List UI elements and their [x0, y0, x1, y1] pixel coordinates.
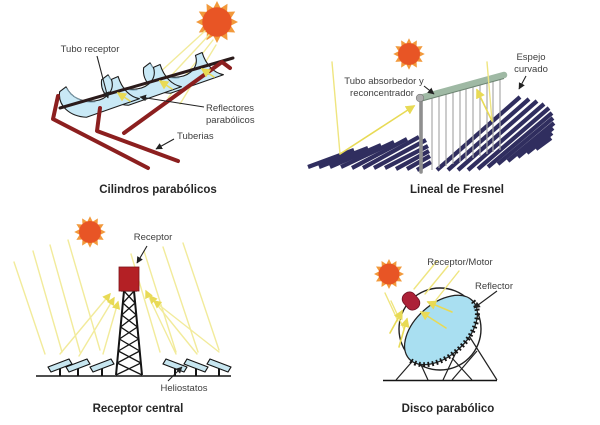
dish-outline — [398, 287, 482, 371]
label-reflector: Reflector — [475, 281, 513, 292]
receiver-box — [118, 266, 140, 292]
panel-cilindros-parabolicos: Tubo receptor Reflectores parabólicos Tu… — [51, 1, 255, 196]
label-espejo-line2: curvado — [514, 64, 548, 75]
tubo-absorbedor-arrow — [423, 85, 435, 95]
tube-end-cap — [415, 93, 425, 103]
caption-cilindros-parabolicos: Cilindros parabólicos — [99, 184, 217, 196]
receptor-arrow — [136, 245, 148, 264]
light-rays — [331, 61, 493, 155]
label-espejo-line1: Espejo — [516, 52, 545, 63]
receiver-tube — [58, 56, 235, 110]
mirror-strips-right — [435, 95, 556, 172]
sun-icon — [374, 259, 404, 289]
tower — [115, 289, 143, 376]
dish-receiver — [401, 291, 421, 311]
label-receptor: Receptor — [134, 232, 173, 243]
reflected-rays — [389, 300, 453, 348]
label-tubo-absorbedor-line2: reconcentrador — [350, 88, 414, 99]
sun-icon — [393, 38, 425, 70]
panel-disco-parabolico: Receptor/Motor Reflector Disco parabólic… — [374, 257, 513, 415]
reflector-arrow — [473, 290, 498, 309]
reflected-rays — [116, 68, 215, 102]
label-heliostatos: Heliostatos — [161, 383, 208, 394]
label-tubo-receptor: Tubo receptor — [61, 44, 120, 55]
espejo-arrow — [518, 75, 527, 90]
label-reflectores-line1: Reflectores — [206, 103, 254, 114]
absorber-tube — [416, 71, 508, 102]
label-tuberias: Tuberias — [177, 131, 214, 142]
incident-rays — [13, 239, 220, 355]
caption-receptor-central: Receptor central — [93, 403, 184, 415]
sun-icon — [196, 1, 238, 44]
reflectores-arrow — [139, 94, 205, 108]
reflected-rays — [59, 289, 220, 357]
caption-lineal-de-fresnel: Lineal de Fresnel — [410, 184, 504, 196]
mirror-strips-left — [307, 135, 433, 172]
heliostatos-arrow — [167, 366, 183, 382]
panel-lineal-de-fresnel: Tubo absorbedor y reconcentrador Espejo … — [307, 38, 556, 196]
pipes — [51, 60, 232, 170]
label-reflectores-line2: parabólicos — [206, 115, 255, 126]
sun-icon — [74, 216, 106, 248]
tuberias-arrow — [155, 138, 175, 150]
label-receptor-motor: Receptor/Motor — [427, 257, 492, 268]
tubo-receptor-arrow — [96, 55, 110, 99]
caption-disco-parabolico: Disco parabólico — [402, 403, 495, 415]
panel-receptor-central: Receptor Heliostatos Receptor central — [13, 216, 232, 415]
label-tubo-absorbedor-line1: Tubo absorbedor y — [344, 76, 424, 87]
dish-rim-teeth — [407, 299, 480, 368]
